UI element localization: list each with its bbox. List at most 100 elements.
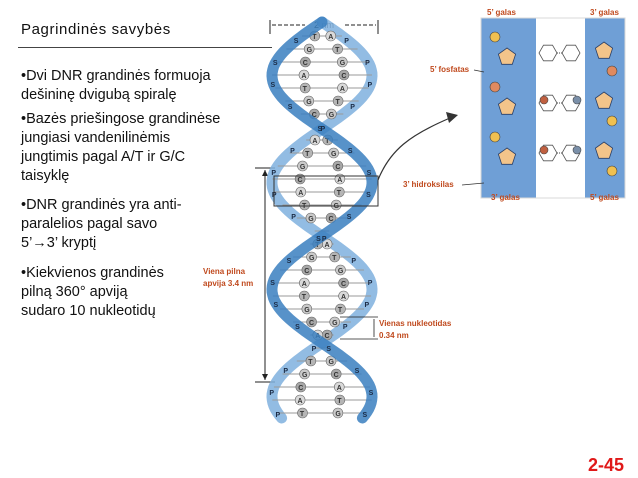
base-circle <box>299 199 310 211</box>
nucleotide-label-2: 0.34 nm <box>379 331 409 340</box>
base-circle <box>298 69 310 81</box>
three-prime-end-top: 3’ galas <box>590 8 619 17</box>
base-circle <box>334 381 345 393</box>
nucleotide-label-1: Vienas nukleotidas <box>379 319 452 328</box>
bullet-2-line-3: jungtimis pagal A/T ir G/C <box>21 149 186 165</box>
slide-number: 2-45 <box>588 455 625 475</box>
base-letter: T <box>305 151 310 158</box>
base-letter: A <box>312 138 317 145</box>
backbone-letter: S <box>355 368 360 375</box>
base-circle <box>294 394 306 406</box>
zoom-arrow <box>377 117 451 181</box>
base-circle <box>335 303 346 315</box>
base-letter: C <box>325 333 330 340</box>
base-letter: T <box>336 99 341 106</box>
base-letter: C <box>335 164 340 171</box>
base-letter: C <box>341 281 346 288</box>
base-circle <box>334 186 345 198</box>
backbone-letter: P <box>344 38 349 45</box>
base-letter: C <box>303 60 308 67</box>
base-circle <box>329 316 341 328</box>
base-atom <box>539 95 549 105</box>
base-letter: G <box>329 112 335 119</box>
bullet-1: •Dvi DNR grandinės formuoja dešininę dvi… <box>21 67 211 105</box>
bullet-3-line-3: 5’→3’ kryptį <box>21 235 97 251</box>
base-circle <box>336 56 348 68</box>
base-letter: T <box>337 398 342 405</box>
base-circle <box>303 43 315 55</box>
phosphate-left <box>489 81 501 93</box>
base-letter: A <box>337 385 342 392</box>
base-letter: C <box>298 177 303 184</box>
helix-strand-back <box>266 16 378 424</box>
base-letter: A <box>298 190 303 197</box>
base-letter: A <box>301 73 306 80</box>
base-letter: G <box>331 151 337 158</box>
backbone-letter: P <box>367 82 372 89</box>
base-ring-right <box>561 44 581 62</box>
base-letter: T <box>332 255 337 262</box>
backbone-letter: S <box>294 38 299 45</box>
base-circle <box>330 368 342 380</box>
base-circle <box>306 316 317 328</box>
full-turn-label-1: Viena pilna <box>203 267 246 276</box>
bullet-2-line-1: •Bazės priešingose grandinėse <box>21 111 221 127</box>
zoom-arrow-head <box>446 112 458 123</box>
bullet-3-line-1: •DNR grandinės yra anti- <box>21 197 182 213</box>
base-letter: A <box>298 398 303 405</box>
base-circle <box>335 264 346 276</box>
backbone-letter: S <box>318 126 323 133</box>
base-letter: C <box>312 112 317 119</box>
base-circle <box>338 277 349 289</box>
base-circle <box>330 199 342 211</box>
base-circle <box>334 394 346 406</box>
bullet-1-line-1: •Dvi DNR grandinės formuoja <box>21 68 211 84</box>
sugar-ring-right <box>594 91 614 109</box>
base-letter: G <box>304 307 310 314</box>
sugar-ring-left <box>497 47 517 65</box>
backbone-letter: P <box>322 236 327 243</box>
backbone-letter: S <box>363 412 368 419</box>
backbone-letter: S <box>271 82 276 89</box>
base-letter: G <box>328 359 334 366</box>
base-circle <box>325 212 337 224</box>
base-letter: T <box>335 47 340 54</box>
backbone-letter: P <box>291 214 296 221</box>
base-circle <box>300 56 311 68</box>
chemical-detail <box>489 31 618 177</box>
backbone-letter: P <box>320 126 325 133</box>
chemical-structure <box>480 17 626 199</box>
phosphate-right <box>606 115 618 127</box>
base-ring-left <box>538 144 558 162</box>
base-atom <box>539 145 549 155</box>
bullet-2-line-4: taisyklę <box>21 168 70 184</box>
helix-strand-front <box>266 16 378 424</box>
base-letter: G <box>332 320 338 327</box>
zoom-box <box>273 175 379 207</box>
slide-title: Pagrindinės savybės <box>21 21 171 38</box>
base-circle <box>338 69 350 81</box>
backbone-letter: S <box>326 346 331 353</box>
base-letter: G <box>309 255 315 262</box>
sugar-ring-right <box>594 141 614 159</box>
base-letter: G <box>308 216 314 223</box>
backbone-letter: S <box>369 390 374 397</box>
base-circle <box>299 368 310 380</box>
bullet-4-line-1: •Kiekvienos grandinės <box>21 265 164 281</box>
base-ring-left <box>538 44 558 62</box>
base-circle <box>326 108 337 120</box>
phosphate-label: 5’ fosfatas <box>430 65 470 74</box>
base-ring-left <box>538 94 558 112</box>
bullet-4-line-2: pilną 360° apviją <box>21 284 128 300</box>
base-circle <box>297 160 308 172</box>
base-letter: T <box>302 294 307 301</box>
bullet-3-line-2: paralelios pagal savo <box>21 216 158 232</box>
backbone-letter: P <box>283 368 288 375</box>
base-circle <box>332 43 343 55</box>
bullet-2-line-2: jungiasi vandenilinėmis <box>21 130 171 146</box>
backbone-letter: P <box>290 148 295 155</box>
base-circle <box>305 212 317 224</box>
base-circle <box>299 82 311 94</box>
base-atom <box>572 95 582 105</box>
